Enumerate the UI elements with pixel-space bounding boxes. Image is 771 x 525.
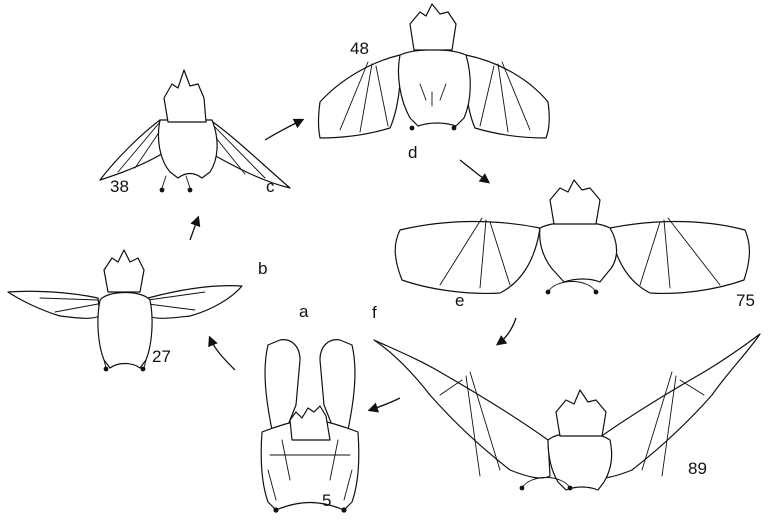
stage-a-bat-illustration <box>261 340 359 513</box>
arrow-a-to-b <box>210 338 235 370</box>
panel-label-c: c <box>266 177 275 196</box>
age-label-f: 89 <box>688 459 707 478</box>
age-label-b: 27 <box>152 347 171 366</box>
panel-label-d: d <box>408 143 417 162</box>
arrow-f-to-a <box>370 398 400 410</box>
panel-label-f: f <box>372 303 377 322</box>
panel-label-e: e <box>455 291 464 310</box>
age-label-c: 38 <box>110 177 129 196</box>
arrow-e-to-f <box>498 318 516 344</box>
age-label-a: 5 <box>322 491 331 510</box>
stage-e-bat-illustration <box>395 180 749 294</box>
stage-d-bat-illustration <box>319 4 550 138</box>
arrow-d-to-e <box>460 160 488 182</box>
stage-c-bat-illustration <box>100 70 290 192</box>
stage-b-bat-illustration <box>8 250 242 371</box>
age-label-d: 48 <box>350 39 369 58</box>
age-label-e: 75 <box>736 291 755 310</box>
arrow-c-to-d <box>265 120 302 140</box>
arrow-b-to-c <box>190 218 198 240</box>
panel-label-a: a <box>299 302 309 321</box>
panel-label-b: b <box>258 259 267 278</box>
